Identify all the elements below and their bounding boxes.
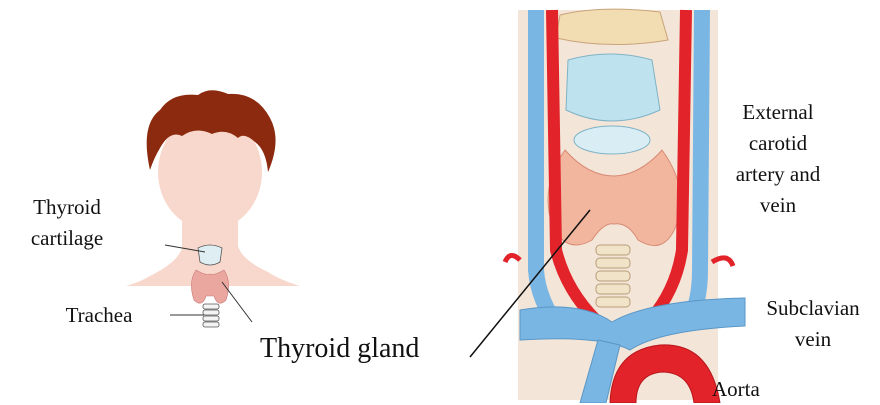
- neck-anatomy: [505, 9, 745, 403]
- head-figure: [126, 90, 300, 327]
- thyroid-gland-small: [191, 270, 228, 303]
- label-external-carotid: External carotid artery and vein: [718, 97, 838, 221]
- label-thyroid-cartilage: Thyroid cartilage: [8, 192, 126, 254]
- larynx: [198, 245, 222, 265]
- trachea-rings: [203, 304, 219, 327]
- label-aorta: Aorta: [712, 374, 802, 405]
- label-thyroid-gland: Thyroid gland: [260, 332, 470, 366]
- label-subclavian-vein: Subclavian vein: [748, 293, 878, 355]
- label-trachea: Trachea: [44, 300, 154, 331]
- leader-gland-small: [222, 282, 252, 322]
